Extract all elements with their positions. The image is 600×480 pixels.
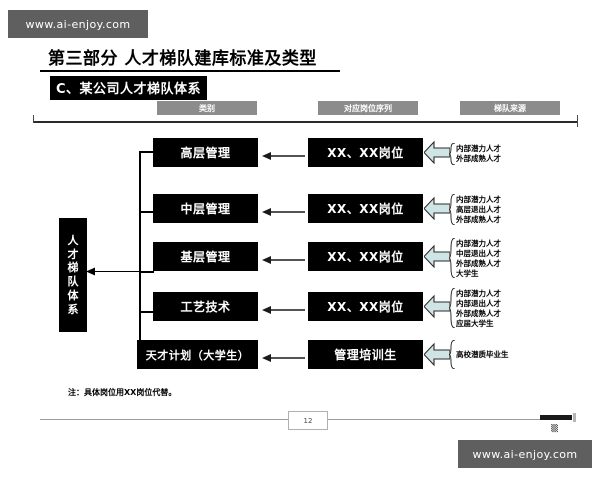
system-label-char-2: 才: [67, 247, 79, 261]
header-divider: [33, 121, 578, 123]
system-label-char-1: 人: [67, 233, 79, 247]
footnote: 注：具体岗位用XX岗位代替。: [68, 388, 177, 397]
arrow-left-icon: [262, 152, 305, 160]
curly-brace-icon: [449, 340, 456, 369]
position-box[interactable]: 管理培训生: [308, 340, 423, 369]
pipeline-row: 基层管理 XX、XX岗位 内部潜力人才 中层退出人才 外部成熟人才 大学生: [0, 238, 600, 279]
curly-brace-icon: [449, 143, 456, 165]
footer-progress-bar-end: [573, 413, 576, 422]
source-item: 中层退出人才: [456, 248, 501, 258]
system-label-char-5: 体: [67, 288, 79, 302]
connector-trunk: [88, 271, 140, 273]
category-box[interactable]: 高层管理: [153, 138, 258, 167]
curly-brace-icon: [449, 238, 456, 278]
arrow-left-icon: [262, 354, 305, 362]
category-box[interactable]: 工艺技术: [153, 292, 258, 321]
block-arrow-left-icon: [424, 196, 450, 221]
header-divider-left-cap: [33, 115, 34, 123]
source-item: 内部潜力人才: [456, 195, 501, 204]
title-divider: [40, 70, 340, 72]
system-label-char-3: 梯: [67, 261, 79, 275]
source-item: 内部潜力人才: [456, 239, 501, 248]
source-item: 外部成熟人才: [456, 258, 501, 268]
category-box[interactable]: 中层管理: [153, 194, 258, 223]
watermark-top: www.ai-enjoy.com: [8, 10, 148, 38]
source-list: 高校潜质毕业生: [456, 350, 509, 360]
column-header-position-series: 对应岗位序列: [318, 101, 418, 115]
system-label-char-4: 队: [67, 275, 79, 288]
connector-stub-row-3: [139, 271, 154, 273]
connector-trunk-arrowhead: [86, 267, 95, 276]
page-number: 12: [288, 411, 328, 430]
source-item: 外部成熟人才: [456, 308, 501, 318]
position-box[interactable]: XX、XX岗位: [308, 292, 423, 321]
source-item: 高层退出人才: [456, 204, 501, 214]
source-item: 内部潜力人才: [456, 144, 501, 153]
position-box[interactable]: XX、XX岗位: [308, 138, 423, 167]
page-title: 第三部分 人才梯队建库标准及类型: [48, 49, 317, 69]
footer-mark-icon: ▒: [551, 424, 558, 433]
arrow-left-icon: [262, 256, 305, 264]
connector-spine: [139, 152, 141, 358]
header-divider-right-cap: [577, 115, 578, 127]
column-header-talent-source: 梯队来源: [460, 101, 560, 115]
arrow-left-icon: [262, 208, 305, 216]
watermark-bottom: www.ai-enjoy.com: [458, 440, 592, 468]
connector-stub-row-2: [139, 211, 154, 213]
block-arrow-left-icon: [424, 244, 450, 269]
source-list: 内部潜力人才 外部成熟人才: [456, 144, 501, 164]
source-item: 内部潜力人才: [456, 289, 501, 298]
system-label-char-6: 系: [67, 302, 79, 316]
column-header-category: 类别: [157, 101, 257, 115]
source-item: 高校潜质毕业生: [456, 350, 509, 359]
pipeline-row: 工艺技术 XX、XX岗位 内部潜力人才 内部退出人才 外部成熟人才 应届大学生: [0, 288, 600, 329]
source-item: 内部退出人才: [456, 298, 501, 308]
curly-brace-icon: [449, 194, 456, 225]
source-list: 内部潜力人才 中层退出人才 外部成熟人才 大学生: [456, 239, 501, 279]
talent-pipeline-system-box: 人 才 梯 队 体 系: [59, 218, 87, 332]
section-subtitle: C、某公司人才梯队体系: [50, 76, 208, 100]
pipeline-row: 高层管理 XX、XX岗位 内部潜力人才 外部成熟人才: [0, 138, 600, 172]
curly-brace-icon: [449, 288, 456, 328]
source-list: 内部潜力人才 高层退出人才 外部成熟人才: [456, 195, 501, 225]
pipeline-row: 中层管理 XX、XX岗位 内部潜力人才 高层退出人才 外部成熟人才: [0, 194, 600, 228]
position-box[interactable]: XX、XX岗位: [308, 194, 423, 223]
connector-stub-row-1: [139, 151, 154, 153]
source-item: 应届大学生: [456, 318, 494, 328]
position-box[interactable]: XX、XX岗位: [308, 242, 423, 271]
footer-progress-bar: [540, 415, 572, 420]
arrow-left-icon: [262, 306, 305, 314]
block-arrow-left-icon: [424, 342, 450, 367]
source-item: 外部成熟人才: [456, 153, 501, 163]
category-box[interactable]: 天才计划（大学生）: [137, 340, 258, 369]
pipeline-row: 天才计划（大学生） 管理培训生 高校潜质毕业生: [0, 340, 600, 374]
source-item: 外部成熟人才: [456, 214, 501, 224]
connector-stub-row-4: [139, 311, 154, 313]
block-arrow-left-icon: [424, 140, 450, 165]
source-list: 内部潜力人才 内部退出人才 外部成熟人才 应届大学生: [456, 289, 501, 329]
source-item: 大学生: [456, 268, 479, 278]
category-box[interactable]: 基层管理: [153, 242, 258, 271]
block-arrow-left-icon: [424, 294, 450, 319]
